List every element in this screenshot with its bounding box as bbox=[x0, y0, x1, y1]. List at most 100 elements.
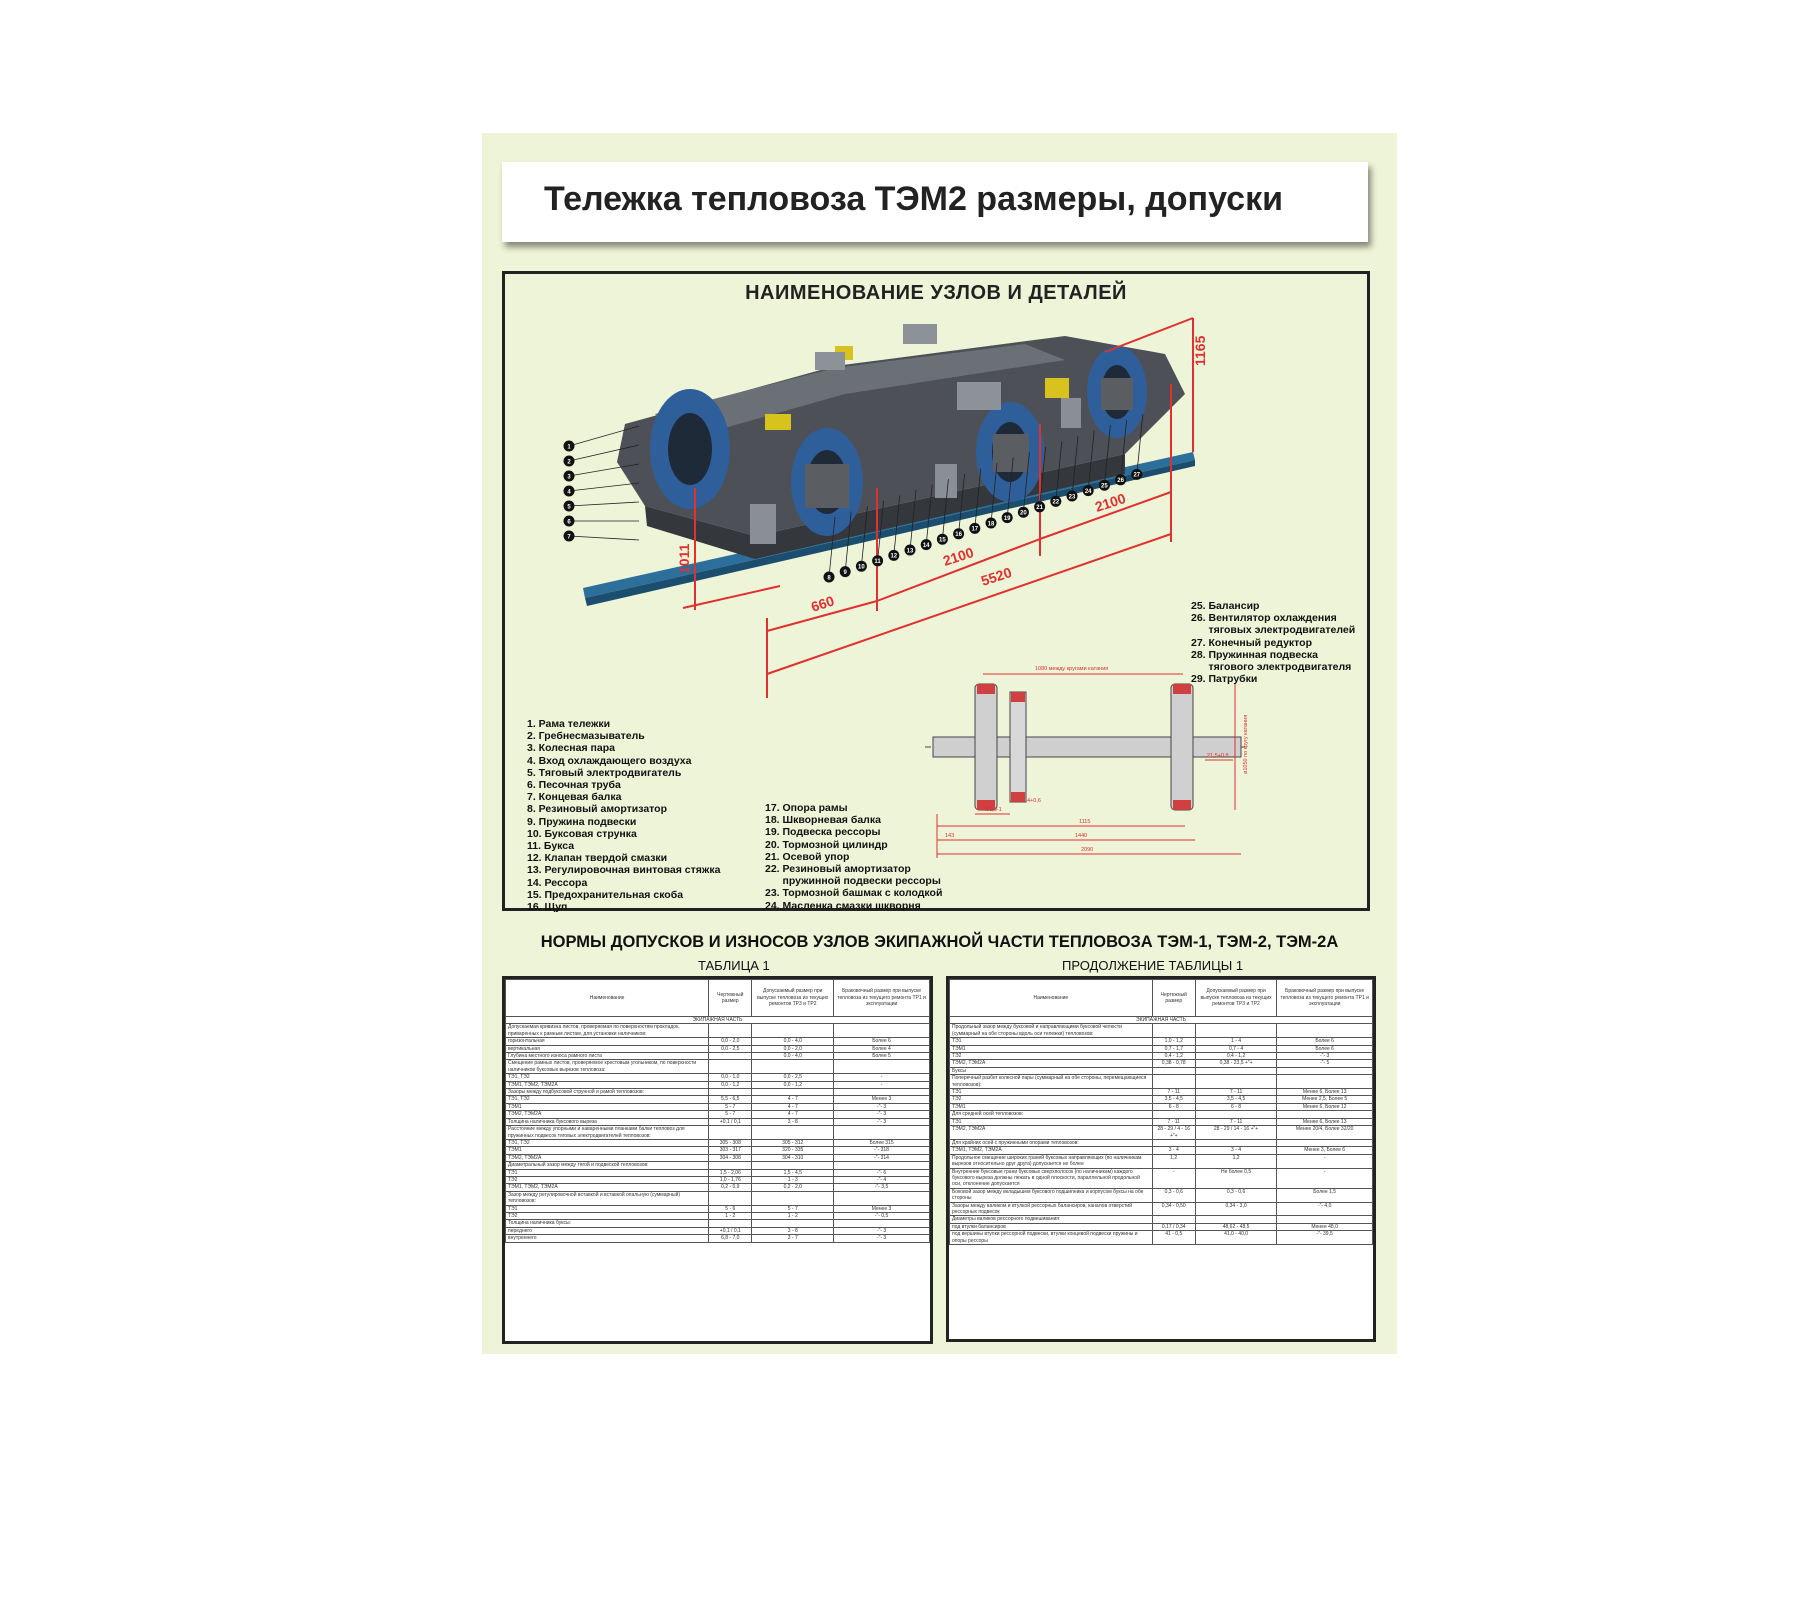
callout-number: 9 bbox=[844, 570, 848, 576]
table-cell: 0,34 - 3,0 bbox=[1194, 1201, 1278, 1217]
callout-circle bbox=[904, 544, 916, 556]
part-item: 11. Букса bbox=[527, 840, 575, 853]
part-item: 20. Тормозной цилиндр bbox=[765, 838, 888, 851]
dim-660: 660 bbox=[809, 592, 836, 615]
table-cell bbox=[1194, 1074, 1278, 1090]
table-cell: 303 - 317 bbox=[708, 1146, 753, 1155]
callout-leader bbox=[974, 468, 982, 529]
callout-number: 8 bbox=[827, 575, 831, 581]
table-cell: 320 - 335 bbox=[751, 1146, 835, 1155]
callout-leader bbox=[1136, 414, 1144, 475]
table-cell: 1,2 bbox=[1151, 1153, 1196, 1169]
callout-number: 1 bbox=[567, 444, 571, 450]
table-cell: -"- 0,5 bbox=[833, 1211, 930, 1221]
table-cell: ТЭМ1 bbox=[949, 1044, 1153, 1054]
table-cell: 1 - 3 bbox=[751, 1175, 835, 1185]
part-item: 7. Концевая балка bbox=[527, 791, 622, 804]
table-cell bbox=[1276, 1023, 1373, 1039]
table-cell: 3 - 4 bbox=[1151, 1146, 1196, 1155]
table-row: Допускаемая кривизна листов, проверяемая… bbox=[505, 1023, 930, 1039]
table-cell bbox=[1194, 1138, 1278, 1148]
callout-number: 11 bbox=[874, 559, 881, 565]
callout-circle bbox=[563, 515, 575, 527]
table-cell: 6 - 8 bbox=[1151, 1102, 1196, 1112]
table-cell: Зазоры между валиком и втулкой рессорных… bbox=[949, 1201, 1153, 1217]
part-item: 12. Клапан твердой смазки bbox=[527, 852, 668, 865]
table-cell: Менее 6, Более 12 bbox=[1276, 1102, 1373, 1112]
table-cell: - bbox=[1151, 1167, 1196, 1189]
callout-circle bbox=[563, 500, 575, 512]
table-cell: ТЭМ2, ТЭМ2А bbox=[505, 1110, 710, 1119]
table-cell bbox=[1276, 1066, 1373, 1076]
table-header-cell: Наименование bbox=[505, 979, 710, 1017]
table-row: под вершины втулки рессорной подвески, в… bbox=[949, 1230, 1373, 1245]
table-row: Зазоры между подбуксовой струнной и рамо… bbox=[505, 1088, 930, 1097]
table-cell: 0,38 - 23,5 +"+ bbox=[1194, 1059, 1278, 1068]
dim-1050: ø1050 по кругу катания bbox=[1243, 715, 1249, 774]
table-cell bbox=[1194, 1215, 1278, 1224]
table-cell: 0,0 - 1,2 bbox=[751, 1080, 835, 1090]
callouts: 1234567891011121314151617181920212223242… bbox=[563, 414, 1144, 583]
table-cell: под вершины втулки рессорной подвески, в… bbox=[949, 1230, 1153, 1245]
table-cell: 0,0 - 2,0 bbox=[751, 1044, 835, 1054]
table-cell bbox=[1151, 1110, 1196, 1119]
table-section-row: ЭКИПАЖНАЯ ЧАСТЬ bbox=[949, 1015, 1373, 1025]
table-cell bbox=[1276, 1110, 1373, 1119]
table-cell: -"- 3 bbox=[833, 1117, 930, 1127]
table-row: Буксы bbox=[949, 1066, 1373, 1076]
callout-leader bbox=[990, 462, 998, 524]
callout-number: 26 bbox=[1117, 478, 1124, 484]
table-cell: 0,0 - 1,0 bbox=[708, 1073, 753, 1082]
table-cell: 1,5 - 4,5 bbox=[751, 1168, 835, 1177]
brake-cylinder bbox=[765, 414, 791, 430]
table-cell: -"- 3 bbox=[833, 1226, 930, 1236]
callout-leader bbox=[861, 506, 868, 567]
axle-box bbox=[1101, 378, 1133, 410]
table-cell: Продольный зазор между буксовой и направ… bbox=[949, 1023, 1153, 1039]
table-header-cell: Браковочный размер при выпуске тепловоза… bbox=[1276, 979, 1373, 1017]
table-cell bbox=[708, 1125, 753, 1140]
table-header-cell: Чертежный размер bbox=[1151, 979, 1196, 1017]
table-cell bbox=[1151, 1074, 1196, 1090]
callout-number: 13 bbox=[907, 548, 914, 554]
table-row: Диаметры валиков рессорного подвешивания… bbox=[949, 1215, 1373, 1224]
part-item: 3. Колесная пара bbox=[527, 742, 615, 755]
callout-leader bbox=[925, 484, 933, 545]
table-header-cell: Браковочный размер при выпуске тепловоза… bbox=[833, 979, 930, 1017]
callout-number: 12 bbox=[890, 554, 897, 560]
part-item: 24. Масленка смазки шкворня bbox=[765, 899, 921, 912]
part-item: 15. Предохранительная скоба bbox=[527, 888, 684, 901]
table-cell bbox=[1151, 1066, 1196, 1076]
table-cell: -"- 3 bbox=[1276, 1052, 1373, 1061]
table-cell: -"- 318 bbox=[833, 1146, 930, 1155]
callout-number: 7 bbox=[567, 534, 571, 540]
table-cell: 0,0 - 2,5 bbox=[708, 1044, 753, 1054]
table-row: Боковой зазор между вкладышем буксового … bbox=[949, 1187, 1373, 1203]
table-cell bbox=[708, 1219, 753, 1228]
callout-number: 4 bbox=[567, 489, 571, 495]
table-cell bbox=[708, 1052, 753, 1061]
part-item: 16. Щуп bbox=[527, 901, 568, 914]
callout-leader bbox=[568, 535, 640, 541]
wheelset-wheel-left bbox=[974, 683, 998, 811]
callout-leader bbox=[1071, 435, 1079, 497]
dim-1440: 1440 bbox=[1075, 833, 1087, 839]
table-cell: 4 - 7 bbox=[751, 1110, 835, 1119]
table-cell: 0,0 - 2,5 bbox=[751, 1073, 835, 1082]
table-cell: Поперечный разбег колесной пары (суммарн… bbox=[949, 1074, 1153, 1090]
part-item: 13. Регулировочная винтовая стяжка bbox=[527, 864, 721, 877]
table-cell: ТЭМ1, ТЭМ2, ТЭМ2А bbox=[505, 1183, 710, 1192]
table-cell: вертикальная bbox=[505, 1044, 710, 1054]
table-cell: 1,0 - 1,2 bbox=[1151, 1037, 1196, 1046]
table-cell: 304 - 308 bbox=[708, 1153, 753, 1163]
table-cell: 3 - 8 bbox=[751, 1117, 835, 1127]
table-cell: ТЭМ1 bbox=[505, 1102, 710, 1112]
